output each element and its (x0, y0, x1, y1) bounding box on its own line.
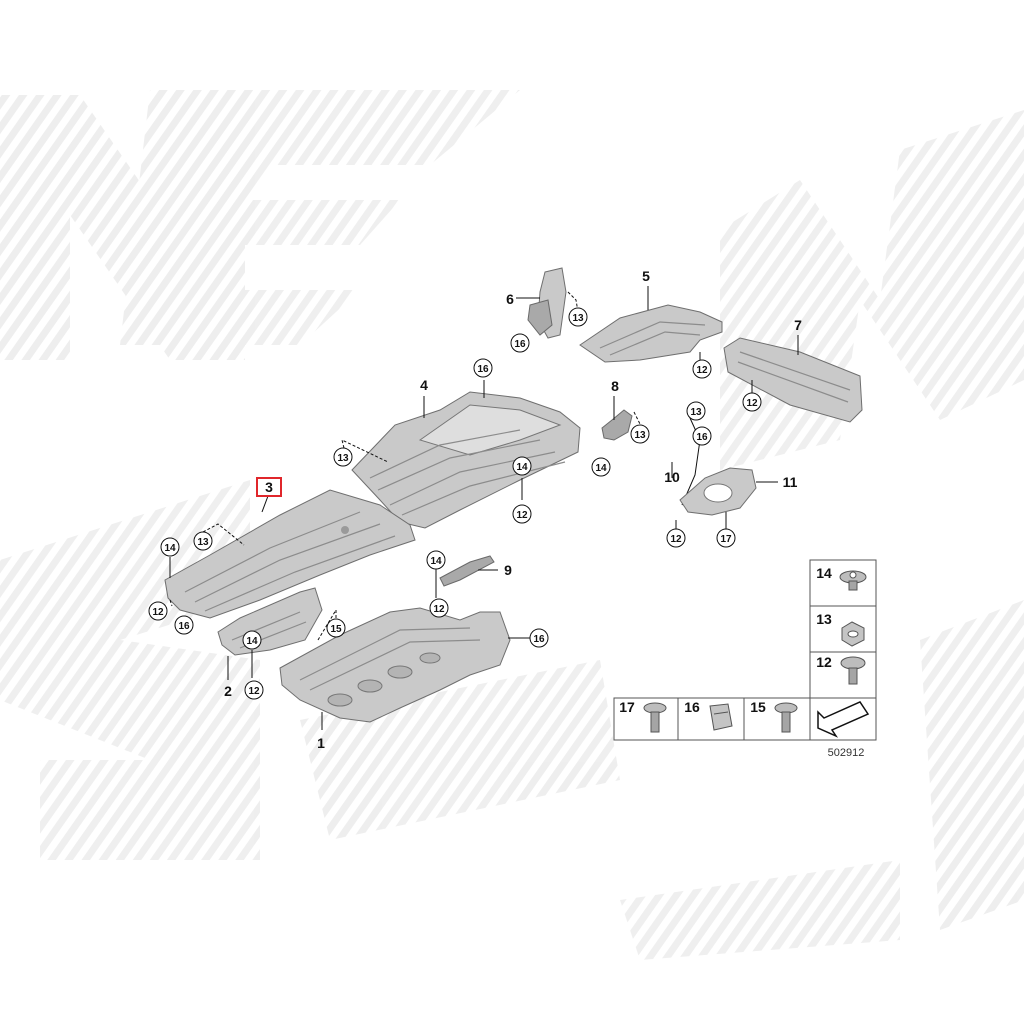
part-label-4: 4 (420, 377, 428, 393)
callout-14: 14 (426, 550, 446, 570)
part-10-bracket (681, 417, 701, 506)
legend-cell-14: 14 (809, 559, 877, 607)
part-label-2: 2 (224, 683, 232, 699)
svg-text:12: 12 (816, 654, 832, 670)
svg-text:14: 14 (516, 462, 528, 473)
svg-text:14: 14 (816, 565, 832, 581)
part-label-8: 8 (611, 378, 619, 394)
svg-text:12: 12 (696, 365, 708, 376)
callout-12: 12 (148, 601, 168, 621)
svg-text:15: 15 (330, 624, 342, 635)
svg-text:12: 12 (152, 607, 164, 618)
svg-text:13: 13 (816, 611, 832, 627)
svg-text:15: 15 (750, 699, 766, 715)
direction-arrow-icon (809, 697, 877, 741)
svg-text:14: 14 (595, 463, 607, 474)
svg-text:12: 12 (433, 604, 445, 615)
part-label-3: 3 (265, 479, 273, 495)
svg-text:12: 12 (746, 398, 758, 409)
part-label-7: 7 (794, 317, 802, 333)
svg-text:16: 16 (533, 634, 545, 645)
callout-12: 12 (244, 680, 264, 700)
svg-text:17: 17 (619, 699, 635, 715)
callout-12: 12 (429, 598, 449, 618)
part-7-panel (723, 337, 863, 423)
callout-13: 13 (630, 424, 650, 444)
callout-16: 16 (692, 426, 712, 446)
callout-13: 13 (333, 447, 353, 467)
svg-text:16: 16 (696, 432, 708, 443)
svg-text:13: 13 (572, 313, 584, 324)
legend-cell-12: 12 (809, 651, 877, 699)
part-labels: 3 4 5 6 7 8 9 10 11 2 1 (224, 268, 802, 751)
callout-12: 12 (666, 528, 686, 548)
svg-text:16: 16 (684, 699, 700, 715)
svg-text:14: 14 (430, 556, 442, 567)
callout-16: 16 (174, 615, 194, 635)
callout-14: 14 (512, 456, 532, 476)
svg-text:12: 12 (248, 686, 260, 697)
fastener-callouts: 13 16 12 12 16 13 14 12 13 14 13 16 12 1… (148, 307, 762, 700)
part-label-6: 6 (506, 291, 514, 307)
part-9-strip (439, 555, 495, 587)
svg-text:13: 13 (634, 430, 646, 441)
svg-text:13: 13 (197, 537, 209, 548)
legend-cell-13: 13 (809, 605, 877, 653)
legend-cell-16: 16 (677, 697, 745, 741)
svg-text:12: 12 (516, 510, 528, 521)
svg-text:16: 16 (477, 364, 489, 375)
callout-12: 12 (512, 504, 532, 524)
callout-16: 16 (510, 333, 530, 353)
callout-13: 13 (193, 531, 213, 551)
callout-15: 15 (326, 618, 346, 638)
svg-text:16: 16 (514, 339, 526, 350)
callout-14: 14 (160, 537, 180, 557)
callout-12: 12 (692, 359, 712, 379)
callout-16: 16 (473, 358, 493, 378)
svg-text:12: 12 (670, 534, 682, 545)
callout-17: 17 (716, 528, 736, 548)
part-label-9: 9 (504, 562, 512, 578)
callout-12: 12 (742, 392, 762, 412)
part-label-5: 5 (642, 268, 650, 284)
svg-text:13: 13 (690, 407, 702, 418)
part-5-panel (579, 304, 723, 363)
part-11-panel (679, 467, 757, 516)
callout-13: 13 (568, 307, 588, 327)
part-label-10: 10 (664, 469, 680, 485)
legend-cell-17: 17 (613, 697, 679, 741)
callout-14: 14 (591, 457, 611, 477)
callout-14: 14 (242, 630, 262, 650)
watermark (0, 90, 1024, 960)
svg-text:14: 14 (246, 636, 258, 647)
part-6-bracket (527, 267, 567, 339)
callout-16: 16 (529, 628, 549, 648)
leader-lines (169, 286, 799, 730)
legend-cell-15: 15 (743, 697, 811, 741)
svg-text:13: 13 (337, 453, 349, 464)
svg-text:16: 16 (178, 621, 190, 632)
fastener-legend: 14 13 12 17 16 (613, 559, 877, 759)
callout-13: 13 (686, 401, 706, 421)
highlight-box (256, 477, 282, 497)
part-4-panel (351, 391, 581, 529)
part-label-11: 11 (783, 474, 798, 490)
svg-text:14: 14 (164, 543, 176, 554)
part-8-bracket (601, 409, 633, 441)
svg-text:17: 17 (720, 534, 732, 545)
diagram-id: 502912 (828, 747, 865, 759)
part-3-panel (164, 489, 416, 619)
part-label-1: 1 (317, 735, 325, 751)
